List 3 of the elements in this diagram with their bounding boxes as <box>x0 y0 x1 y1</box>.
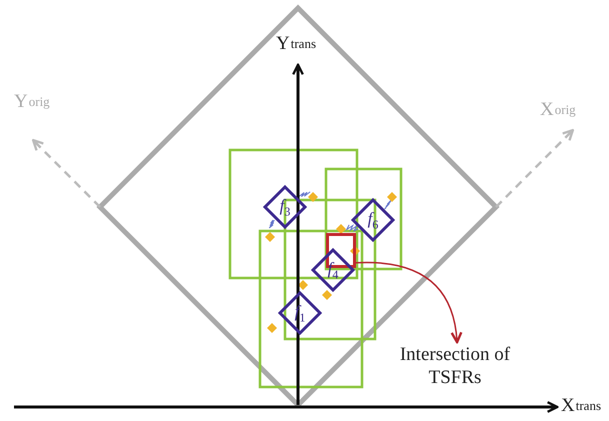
callout-text: Intersection of TSFRs <box>390 343 520 391</box>
curved-arrow <box>356 262 462 344</box>
diamond-node: f$_{6}$ <box>351 198 395 242</box>
